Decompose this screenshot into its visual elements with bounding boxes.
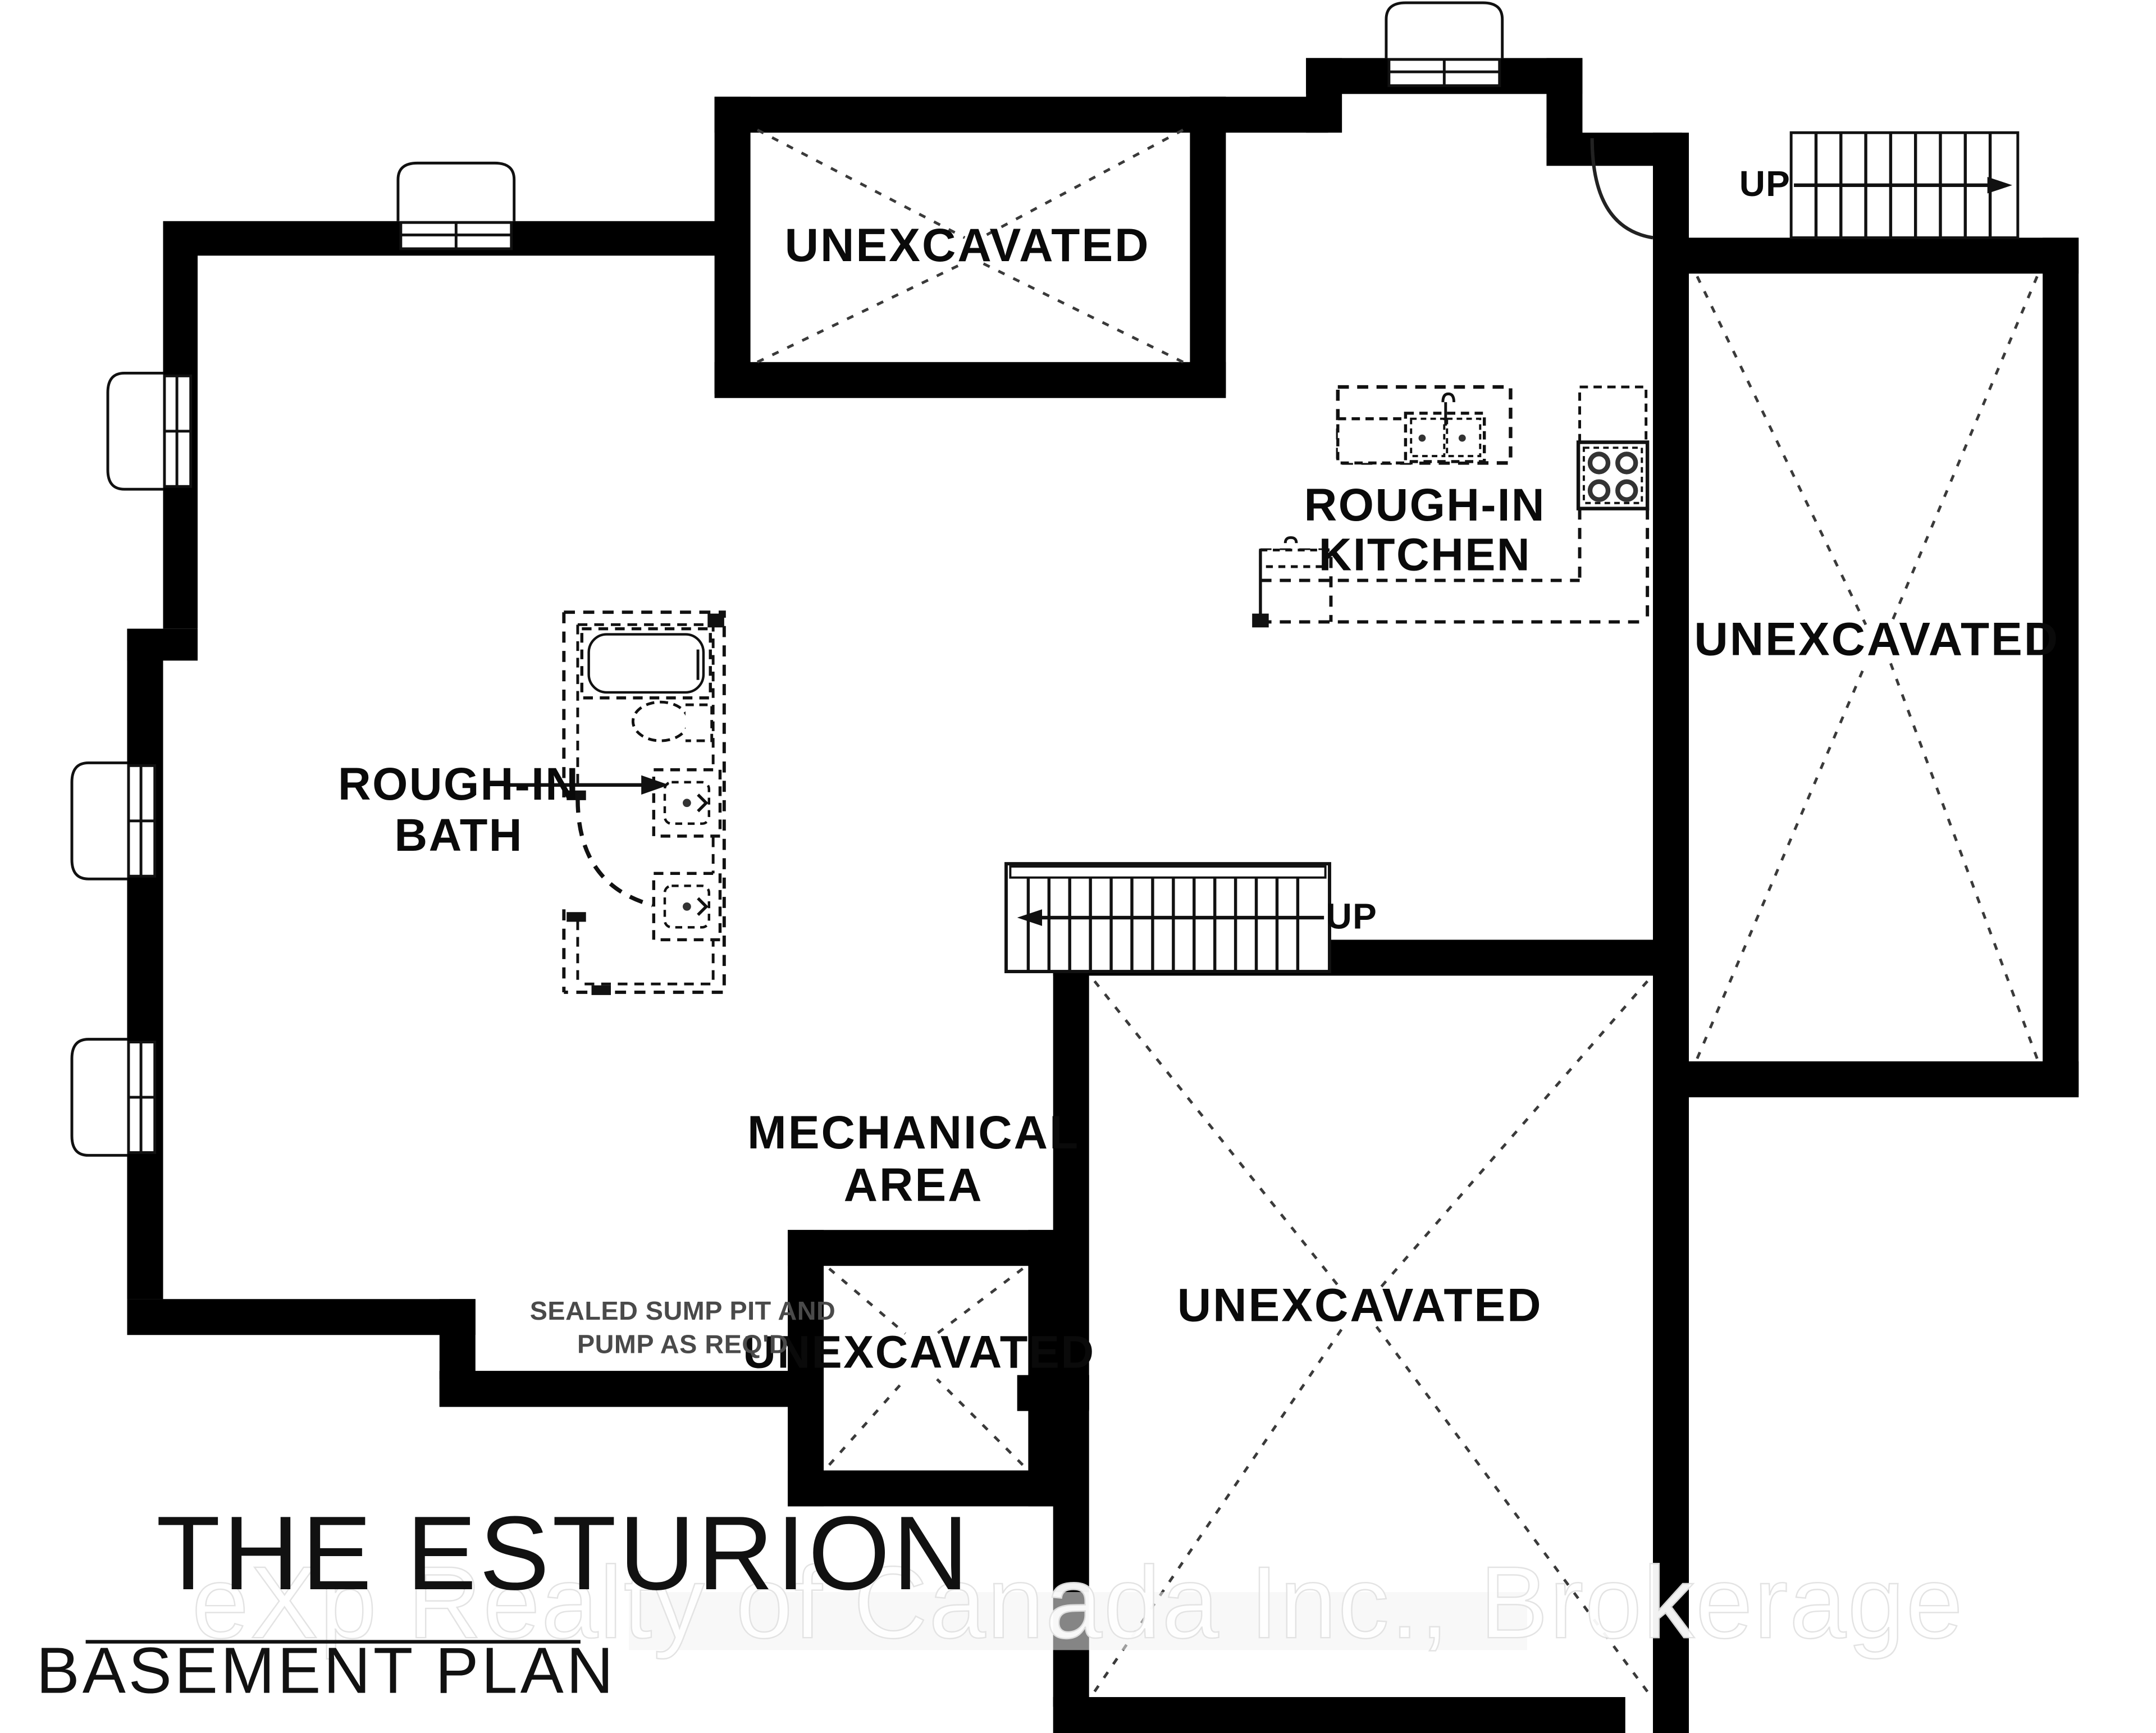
- plan-subtitle: BASEMENT PLAN: [36, 1634, 616, 1707]
- label-sump-note-line1: SEALED SUMP PIT AND: [530, 1296, 836, 1325]
- plan-title: THE ESTURION: [156, 1494, 971, 1612]
- stair-upper-right-up-label: UP: [1739, 163, 1790, 204]
- kitchen-stove: [1576, 385, 1650, 510]
- label-rough-in-kitchen-line2: KITCHEN: [1319, 530, 1531, 581]
- label-rough-in-kitchen-line1: ROUGH-IN: [1304, 480, 1546, 531]
- bathtub-fixture: [580, 627, 712, 700]
- toilet-fixture: [631, 700, 714, 742]
- label-unexcavated-bottom-left: UNEXCAVATED: [743, 1327, 1095, 1378]
- label-rough-in-bath-line1: ROUGH-IN: [338, 759, 579, 810]
- window-well-top-left: [396, 161, 516, 250]
- window-well-left-lower: [70, 1038, 157, 1157]
- rough-in-kitchen-fixtures: [1252, 385, 1650, 628]
- exterior-walls: [127, 58, 2079, 1733]
- brokerage-watermark: eXp Realty of Canada Inc., Brokerage: [191, 1544, 1963, 1660]
- kitchen-double-sink: [1404, 392, 1486, 463]
- vanity-sink-lower: [652, 872, 722, 942]
- stair-upper-right: [1789, 131, 2020, 239]
- label-sump-note-line2: PUMP AS REQ'D: [577, 1329, 788, 1358]
- label-rough-in-bath-line2: BATH: [395, 810, 523, 861]
- window-wells-group: [70, 1, 1504, 1157]
- label-mechanical-area-line1: MECHANICAL: [747, 1106, 1080, 1159]
- label-unexcavated-top: UNEXCAVATED: [785, 218, 1150, 271]
- rough-in-bath-leader: [508, 775, 669, 795]
- stair-center: [1004, 862, 1331, 973]
- title-block: THE ESTURION BASEMENT PLAN: [36, 1494, 971, 1707]
- label-unexcavated-bottom-right: UNEXCAVATED: [1177, 1279, 1543, 1331]
- window-well-left-upper: [106, 371, 193, 491]
- vanity-sink-upper: [652, 768, 722, 838]
- label-mechanical-area-line2: AREA: [844, 1159, 984, 1211]
- door-swing-upper-right: [1590, 138, 1653, 240]
- window-well-top-right: [1385, 1, 1504, 88]
- unexcavated-hatching: [756, 129, 2039, 1693]
- stair-center-up-label: UP: [1326, 896, 1377, 936]
- rough-in-bath-fixtures: [562, 610, 726, 995]
- label-unexcavated-right: UNEXCAVATED: [1694, 612, 2059, 665]
- window-well-left-middle: [70, 761, 157, 881]
